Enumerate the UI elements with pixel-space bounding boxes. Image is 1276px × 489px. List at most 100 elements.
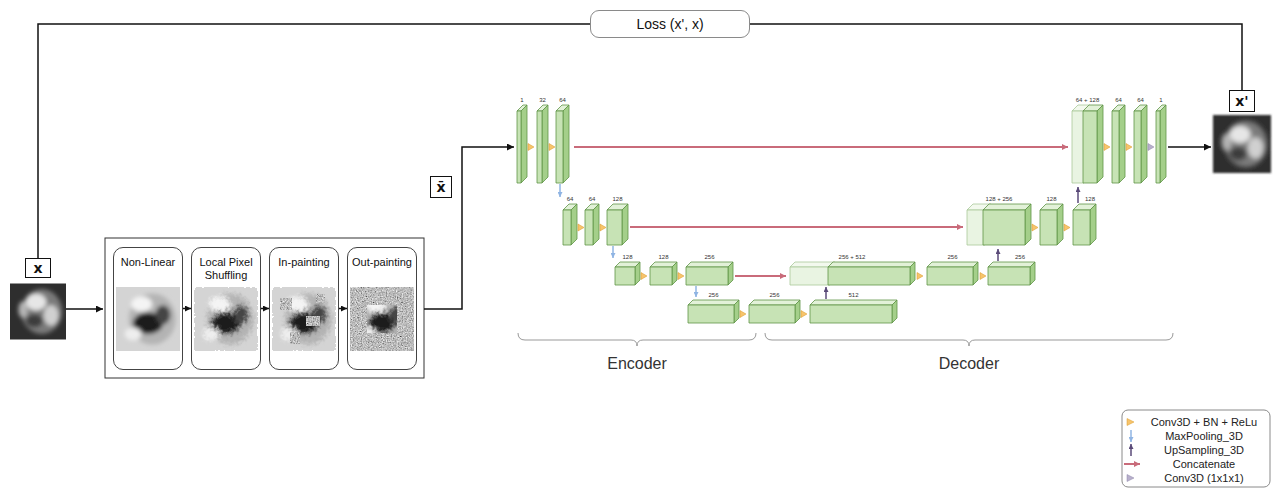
block-face [537,111,542,183]
decoration-polygon [917,273,923,280]
decoration-polygon [1104,144,1110,151]
decoration-path [1130,430,1132,442]
block-face [973,262,978,285]
feature-block [585,204,599,245]
decoration-path [1124,463,1140,465]
block-face [988,267,1030,285]
inpaint-patch [290,332,300,344]
block-face [517,111,521,183]
feature-block [988,262,1035,285]
block-face [1057,204,1063,245]
legend-text: Conv3D (1x1x1) [1140,471,1268,485]
corrupted-symbol-box: x̄ [430,176,452,198]
node-text: Out-painting [352,256,412,269]
node-text: x [33,260,42,276]
outpaint-noise [350,287,414,351]
decoration-polygon [1064,224,1070,231]
node-text: x' [1235,93,1248,109]
feature-block [749,300,800,323]
connector [38,24,590,258]
channel-number: 256 [708,292,718,298]
block-face [1072,111,1084,183]
connector [183,308,191,310]
decoration-path [518,333,756,346]
section-brackets [518,333,1173,346]
feature-block [1134,105,1147,183]
inpaint-patch [306,316,320,326]
feature-block [517,105,527,183]
node-text: Local Pixel Shuffling [194,256,258,282]
block-face [790,267,830,285]
block-face [686,262,733,267]
block-face [556,111,563,183]
inpaint-patch [316,294,325,303]
decoration-polygon [1127,419,1134,426]
channel-number: 256 [704,254,714,260]
block-face [892,300,897,323]
feature-block [686,262,733,285]
block-face [607,210,622,245]
channel-number: 128 [622,254,632,260]
block-face [927,262,978,267]
block-face [1097,105,1103,183]
decoration-path [825,287,827,299]
maxpool-arrows [560,184,696,297]
block-face [983,210,1025,245]
decoration-polygon [641,273,647,280]
channel-number: 512 [848,292,858,298]
legend-text: UpSampling_3D [1140,443,1268,457]
decoration-use [352,289,412,349]
block-face [1090,204,1096,245]
augmentation-box: Local Pixel Shuffling [191,247,261,370]
connector [261,308,269,310]
augmentation-box: In-painting [269,247,339,370]
channel-number: 1 [1159,97,1162,103]
block-face [927,267,973,285]
decoration-path [735,275,786,277]
nonlinear-image [116,287,180,351]
augmentation-box: Out-painting [347,247,417,370]
concatenate-arrows [574,147,1068,276]
block-face [1134,111,1141,183]
shuffled-image [194,287,258,351]
feature-block [1083,105,1103,183]
output-arrow [1168,146,1211,148]
block-face [967,210,985,245]
block-face [1156,111,1160,183]
block-face [1030,262,1035,285]
augmentation-panel [105,238,424,378]
block-face [828,262,915,267]
feature-block [810,300,897,323]
decoration-path [765,333,1173,346]
decoration-polygon [980,273,986,280]
channel-number: 256 [1015,254,1025,260]
augmentation-box: Non-Linear [113,247,183,370]
feature-block [1156,105,1166,183]
decoration-polygon [1032,224,1038,231]
block-face [1119,105,1125,183]
channel-number: 256 [769,292,779,298]
decoration-polygon [801,311,807,318]
block-face [1083,111,1097,183]
block-face [563,210,571,245]
outpaint-center [352,289,412,349]
block-face [728,262,733,285]
feature-block [563,204,577,245]
block-face [615,267,635,285]
node-text: x̄ [436,179,445,195]
block-face [1025,204,1031,245]
output-symbol-box: x' [1229,90,1255,112]
input-image [10,284,66,340]
decoration-path [997,249,999,261]
block-face [635,262,640,285]
channel-number: 128 [658,254,668,260]
block-face [688,300,739,305]
loss-box: Loss (x', x) [590,10,750,38]
decoration-path [1077,187,1079,203]
conv-triangles [528,144,1132,318]
input-arrow [66,308,103,310]
decoration-polygon [740,311,746,318]
decoration-polygon [528,144,534,151]
